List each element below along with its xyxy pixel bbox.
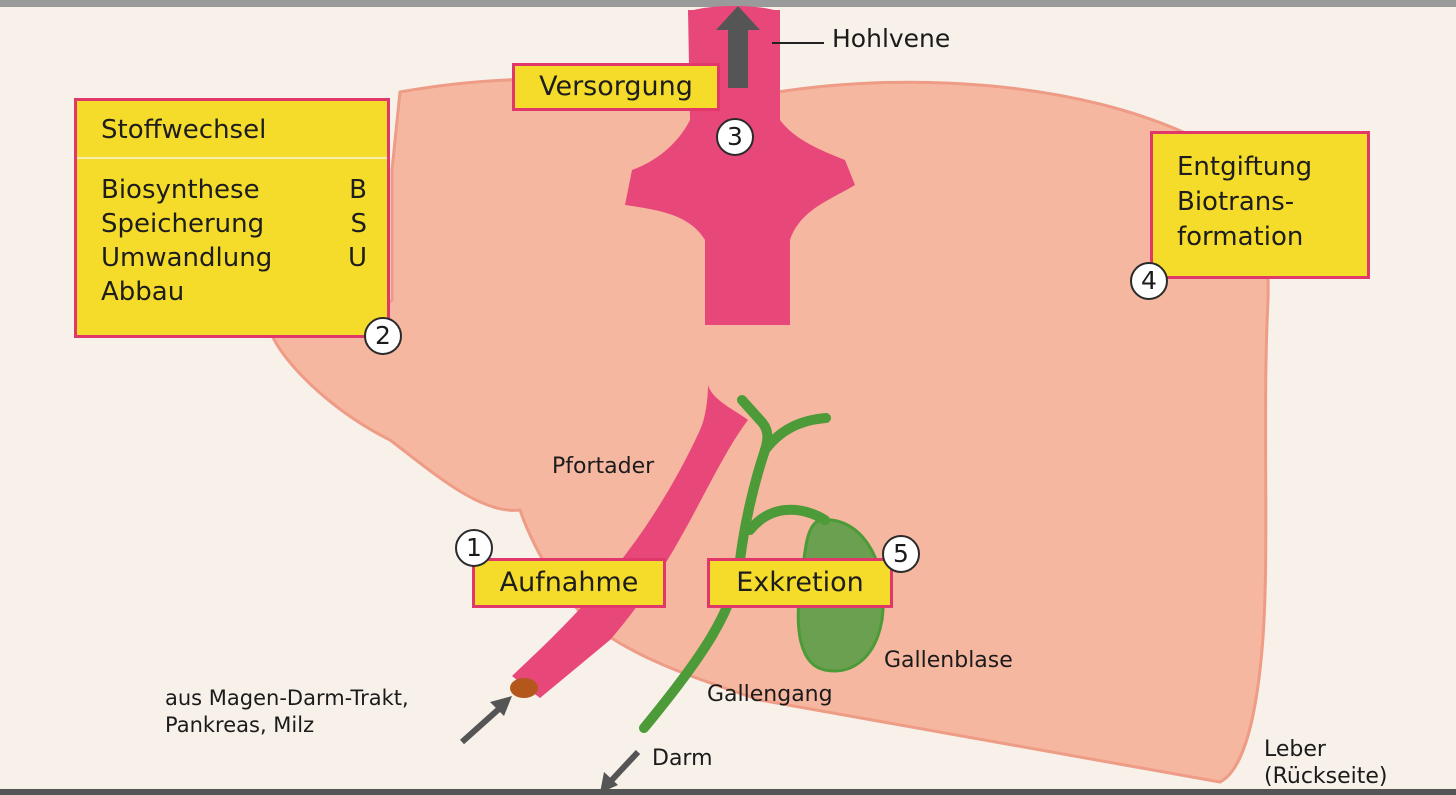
arrow-in-icon [462, 708, 500, 742]
number-badge-3: 3 [716, 118, 754, 156]
entgiftung-line: formation [1177, 220, 1367, 255]
stoffwechsel-code: S [350, 207, 367, 241]
leber-line: (Rückseite) [1264, 763, 1388, 790]
source-line: aus Magen-Darm-Trakt, [165, 685, 409, 712]
stoffwechsel-divider [77, 157, 387, 159]
hohlvene-label: Hohlvene [832, 25, 950, 54]
gallengang-label: Gallengang [707, 682, 833, 707]
versorgung-label: Versorgung [515, 66, 717, 108]
bottom-border [0, 789, 1456, 795]
number-badge-2: 2 [364, 317, 402, 355]
gallenblase-label: Gallenblase [884, 648, 1013, 673]
stoffwechsel-row: Abbau [101, 275, 367, 309]
stoffwechsel-item: Speicherung [101, 207, 264, 241]
leber-label: Leber (Rückseite) [1264, 736, 1388, 790]
number-badge-4: 4 [1130, 262, 1168, 300]
entgiftung-line: Biotrans- [1177, 185, 1367, 220]
stoffwechsel-row: Umwandlung U [101, 241, 367, 275]
stoffwechsel-item: Umwandlung [101, 241, 272, 275]
aufnahme-box: Aufnahme [472, 558, 666, 608]
stoffwechsel-row: Speicherung S [101, 207, 367, 241]
arrow-darm-icon [610, 752, 638, 782]
source-label: aus Magen-Darm-Trakt, Pankreas, Milz [165, 685, 409, 739]
stoffwechsel-box: Stoffwechsel Biosynthese B Speicherung S… [74, 98, 390, 338]
number-badge-5: 5 [882, 535, 920, 573]
stoffwechsel-item: Abbau [101, 275, 184, 309]
versorgung-box: Versorgung [512, 63, 720, 111]
exkretion-label: Exkretion [710, 561, 890, 605]
entgiftung-line: Entgiftung [1177, 150, 1367, 185]
stoffwechsel-row: Biosynthese B [101, 173, 367, 207]
stoffwechsel-code: U [348, 241, 367, 275]
aufnahme-label: Aufnahme [475, 561, 663, 605]
number-badge-1: 1 [455, 529, 493, 567]
stoffwechsel-item: Biosynthese [101, 173, 260, 207]
entgiftung-box: Entgiftung Biotrans- formation [1150, 131, 1370, 279]
pfortader-opening [510, 678, 538, 698]
pfortader-label: Pfortader [552, 454, 654, 479]
darm-label: Darm [652, 746, 713, 771]
stoffwechsel-title: Stoffwechsel [101, 113, 367, 147]
source-line: Pankreas, Milz [165, 712, 409, 739]
stoffwechsel-code: B [349, 173, 367, 207]
exkretion-box: Exkretion [707, 558, 893, 608]
leber-line: Leber [1264, 736, 1388, 763]
